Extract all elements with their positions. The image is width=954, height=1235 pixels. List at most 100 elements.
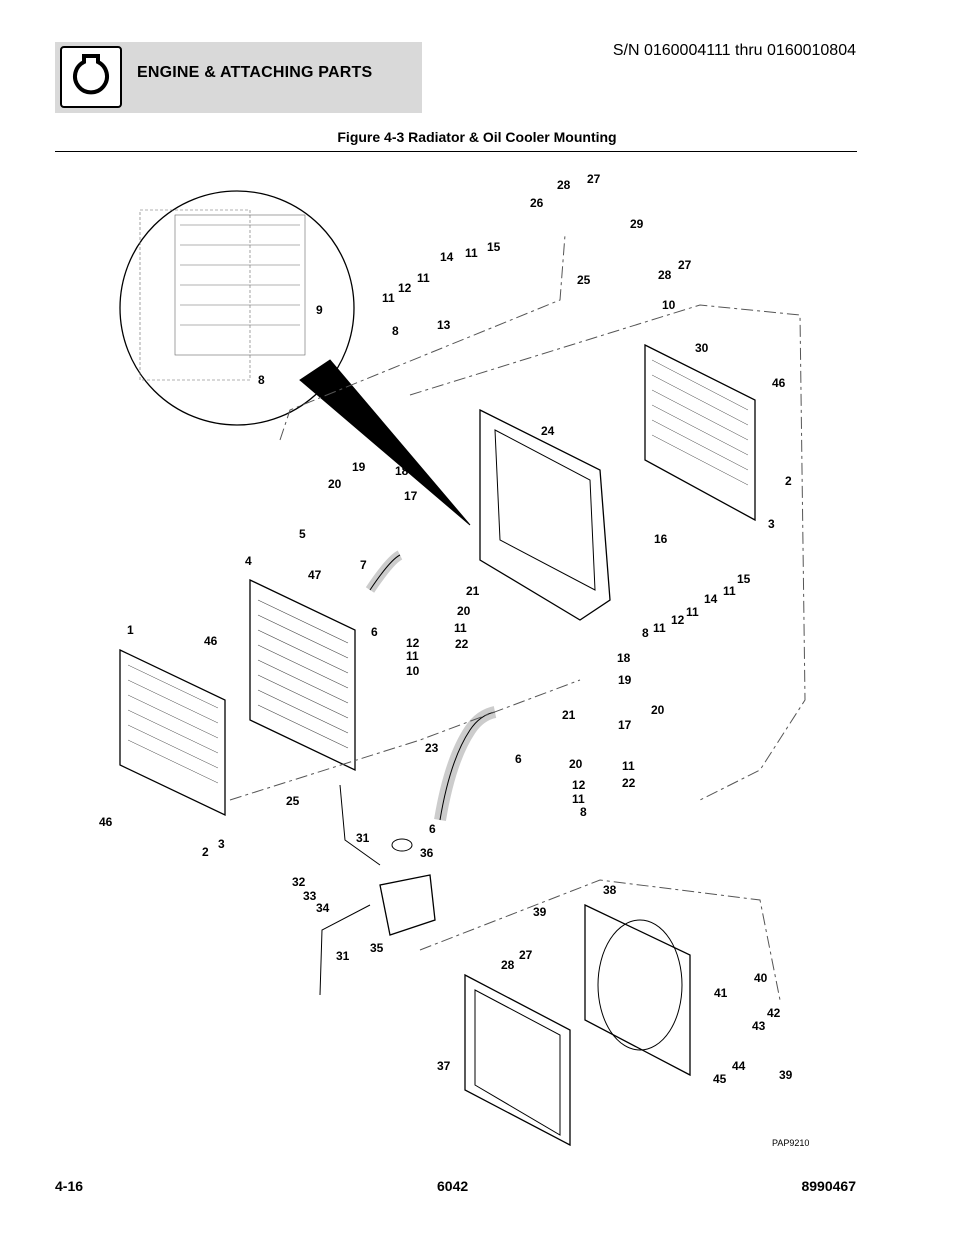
callout-17: 17 [404, 489, 418, 503]
callout-11c: 11 [382, 291, 395, 305]
callout-42: 42 [767, 1006, 781, 1020]
header-rule [55, 151, 857, 152]
callout-22: 22 [455, 637, 469, 651]
callout-46: 46 [772, 376, 786, 390]
callout-11j: 11 [572, 792, 585, 806]
inset-pointer [299, 359, 471, 526]
callout-27b: 27 [678, 258, 692, 272]
callout-33: 33 [303, 889, 317, 903]
callout-45: 45 [713, 1072, 727, 1086]
callout-3: 3 [768, 517, 775, 531]
callout-19: 19 [352, 460, 366, 474]
callout-39b: 39 [779, 1068, 793, 1082]
callout-30: 30 [695, 341, 709, 355]
callout-2: 2 [785, 474, 792, 488]
callout-37: 37 [437, 1059, 451, 1073]
callout-35: 35 [370, 941, 384, 955]
callout-25b: 25 [286, 794, 300, 808]
callout-25: 25 [577, 273, 591, 287]
detail-inset [119, 190, 355, 426]
callout-20c: 20 [651, 703, 665, 717]
callout-46b: 46 [204, 634, 218, 648]
figure-title: Figure 4-3 Radiator & Oil Cooler Mountin… [337, 129, 617, 145]
callout-15b: 15 [737, 572, 751, 586]
callout-3b: 3 [218, 837, 225, 851]
callout-17b: 17 [618, 718, 632, 732]
callout-38: 38 [603, 883, 617, 897]
callout-26: 26 [530, 196, 544, 210]
callout-41: 41 [714, 986, 728, 1000]
callout-9: 9 [316, 303, 323, 317]
callout-16: 16 [654, 532, 668, 546]
callout-36: 36 [420, 846, 434, 860]
callout-11e: 11 [686, 605, 699, 619]
callout-15: 15 [487, 240, 501, 254]
cooler-30 [644, 343, 756, 522]
callout-6: 6 [371, 625, 378, 639]
callout-34: 34 [316, 901, 330, 915]
shroud-37 [464, 973, 571, 1147]
callout-6c: 6 [429, 822, 436, 836]
lower-hose-23 [434, 706, 497, 821]
model-number: 6042 [437, 1178, 469, 1194]
document-part-number: 8990467 [801, 1178, 856, 1194]
callout-28b: 28 [658, 268, 672, 282]
callout-10b: 10 [406, 664, 420, 678]
callout-8d: 8 [580, 805, 587, 819]
callout-12: 12 [398, 281, 412, 295]
callout-20b: 20 [457, 604, 471, 618]
callout-19b: 19 [618, 673, 632, 687]
callout-12b: 12 [671, 613, 685, 627]
callout-40: 40 [754, 971, 768, 985]
callout-11g: 11 [653, 621, 666, 635]
overflow-tank-35 [379, 874, 436, 936]
callout-14: 14 [440, 250, 454, 264]
callout-14b: 14 [704, 592, 718, 606]
callout-2b: 2 [202, 845, 209, 859]
callout-11: 11 [465, 246, 478, 260]
callout-13: 13 [437, 318, 451, 332]
callout-7: 7 [360, 558, 367, 572]
hose-31-lower [319, 904, 371, 996]
callout-27c: 27 [519, 948, 533, 962]
callout-31b: 31 [336, 949, 350, 963]
callout-29: 29 [630, 217, 644, 231]
callout-47: 47 [308, 568, 322, 582]
serial-range: S/N 0160004111 thru 0160010804 [612, 42, 856, 59]
callout-21b: 21 [562, 708, 576, 722]
callout-11h: 11 [406, 649, 419, 663]
callout-21: 21 [466, 584, 480, 598]
callout-11b: 11 [417, 271, 430, 285]
callout-39: 39 [533, 905, 547, 919]
callout-31: 31 [356, 831, 370, 845]
callout-18b: 18 [617, 651, 631, 665]
callout-28: 28 [557, 178, 571, 192]
callout-27: 27 [587, 172, 601, 186]
callout-12d: 12 [572, 778, 586, 792]
engine-icon [60, 46, 122, 108]
callout-24: 24 [541, 424, 555, 438]
oil-cooler-1 [119, 648, 226, 817]
fan-ring-38 [584, 903, 691, 1077]
callout-46c: 46 [99, 815, 113, 829]
callout-28c: 28 [501, 958, 515, 972]
callout-11i: 11 [622, 759, 635, 773]
callout-5: 5 [299, 527, 306, 541]
callout-44: 44 [732, 1059, 746, 1073]
radiator-4 [249, 578, 356, 772]
upper-hose-7 [365, 550, 403, 593]
callout-20: 20 [328, 477, 342, 491]
tank-cap-36 [391, 838, 413, 852]
callout-23: 23 [425, 741, 439, 755]
callout-18: 18 [395, 464, 409, 478]
callout-4: 4 [245, 554, 252, 568]
callout-20d: 20 [569, 757, 583, 771]
callout-43: 43 [752, 1019, 766, 1033]
callout-8c: 8 [642, 626, 649, 640]
callout-10: 10 [662, 298, 676, 312]
callout-6b: 6 [515, 752, 522, 766]
callout-22b: 22 [622, 776, 636, 790]
callout-1: 1 [127, 623, 134, 637]
fan-frame-24 [479, 408, 611, 621]
